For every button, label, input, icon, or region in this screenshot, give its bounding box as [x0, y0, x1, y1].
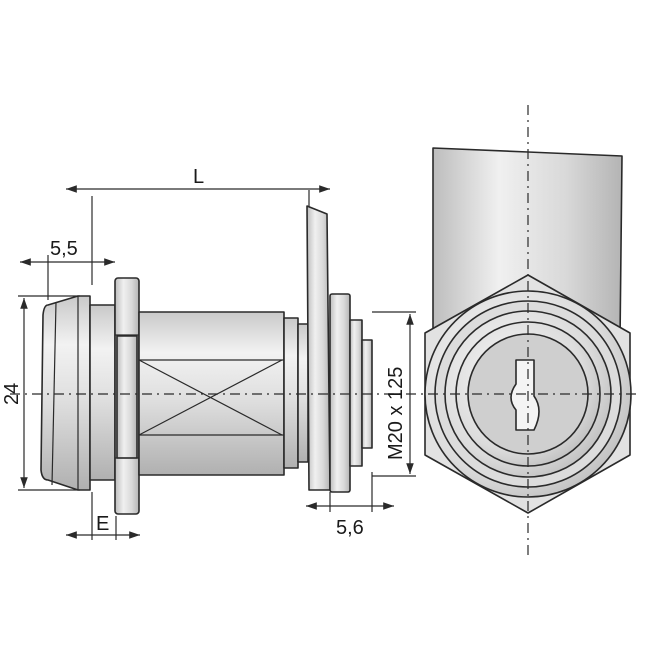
- dimension-label-flange-offset: 5,5: [50, 238, 78, 260]
- dimension-label-thread: M20 x 125: [385, 367, 407, 460]
- cam-plate: [306, 205, 331, 491]
- dimension-label-length: L: [193, 166, 204, 188]
- center-lines: [10, 105, 640, 560]
- dimension-label-height: 24: [1, 383, 23, 405]
- bezel: [40, 295, 91, 491]
- keyway: [510, 359, 540, 431]
- side-view: [40, 205, 373, 515]
- dimension-label-thread-length: 5,6: [336, 517, 364, 539]
- dimension-label-flange-thickness: E: [96, 513, 109, 535]
- dimension-lines: [18, 185, 416, 540]
- flange-ring: [89, 304, 116, 481]
- nut: [329, 293, 351, 493]
